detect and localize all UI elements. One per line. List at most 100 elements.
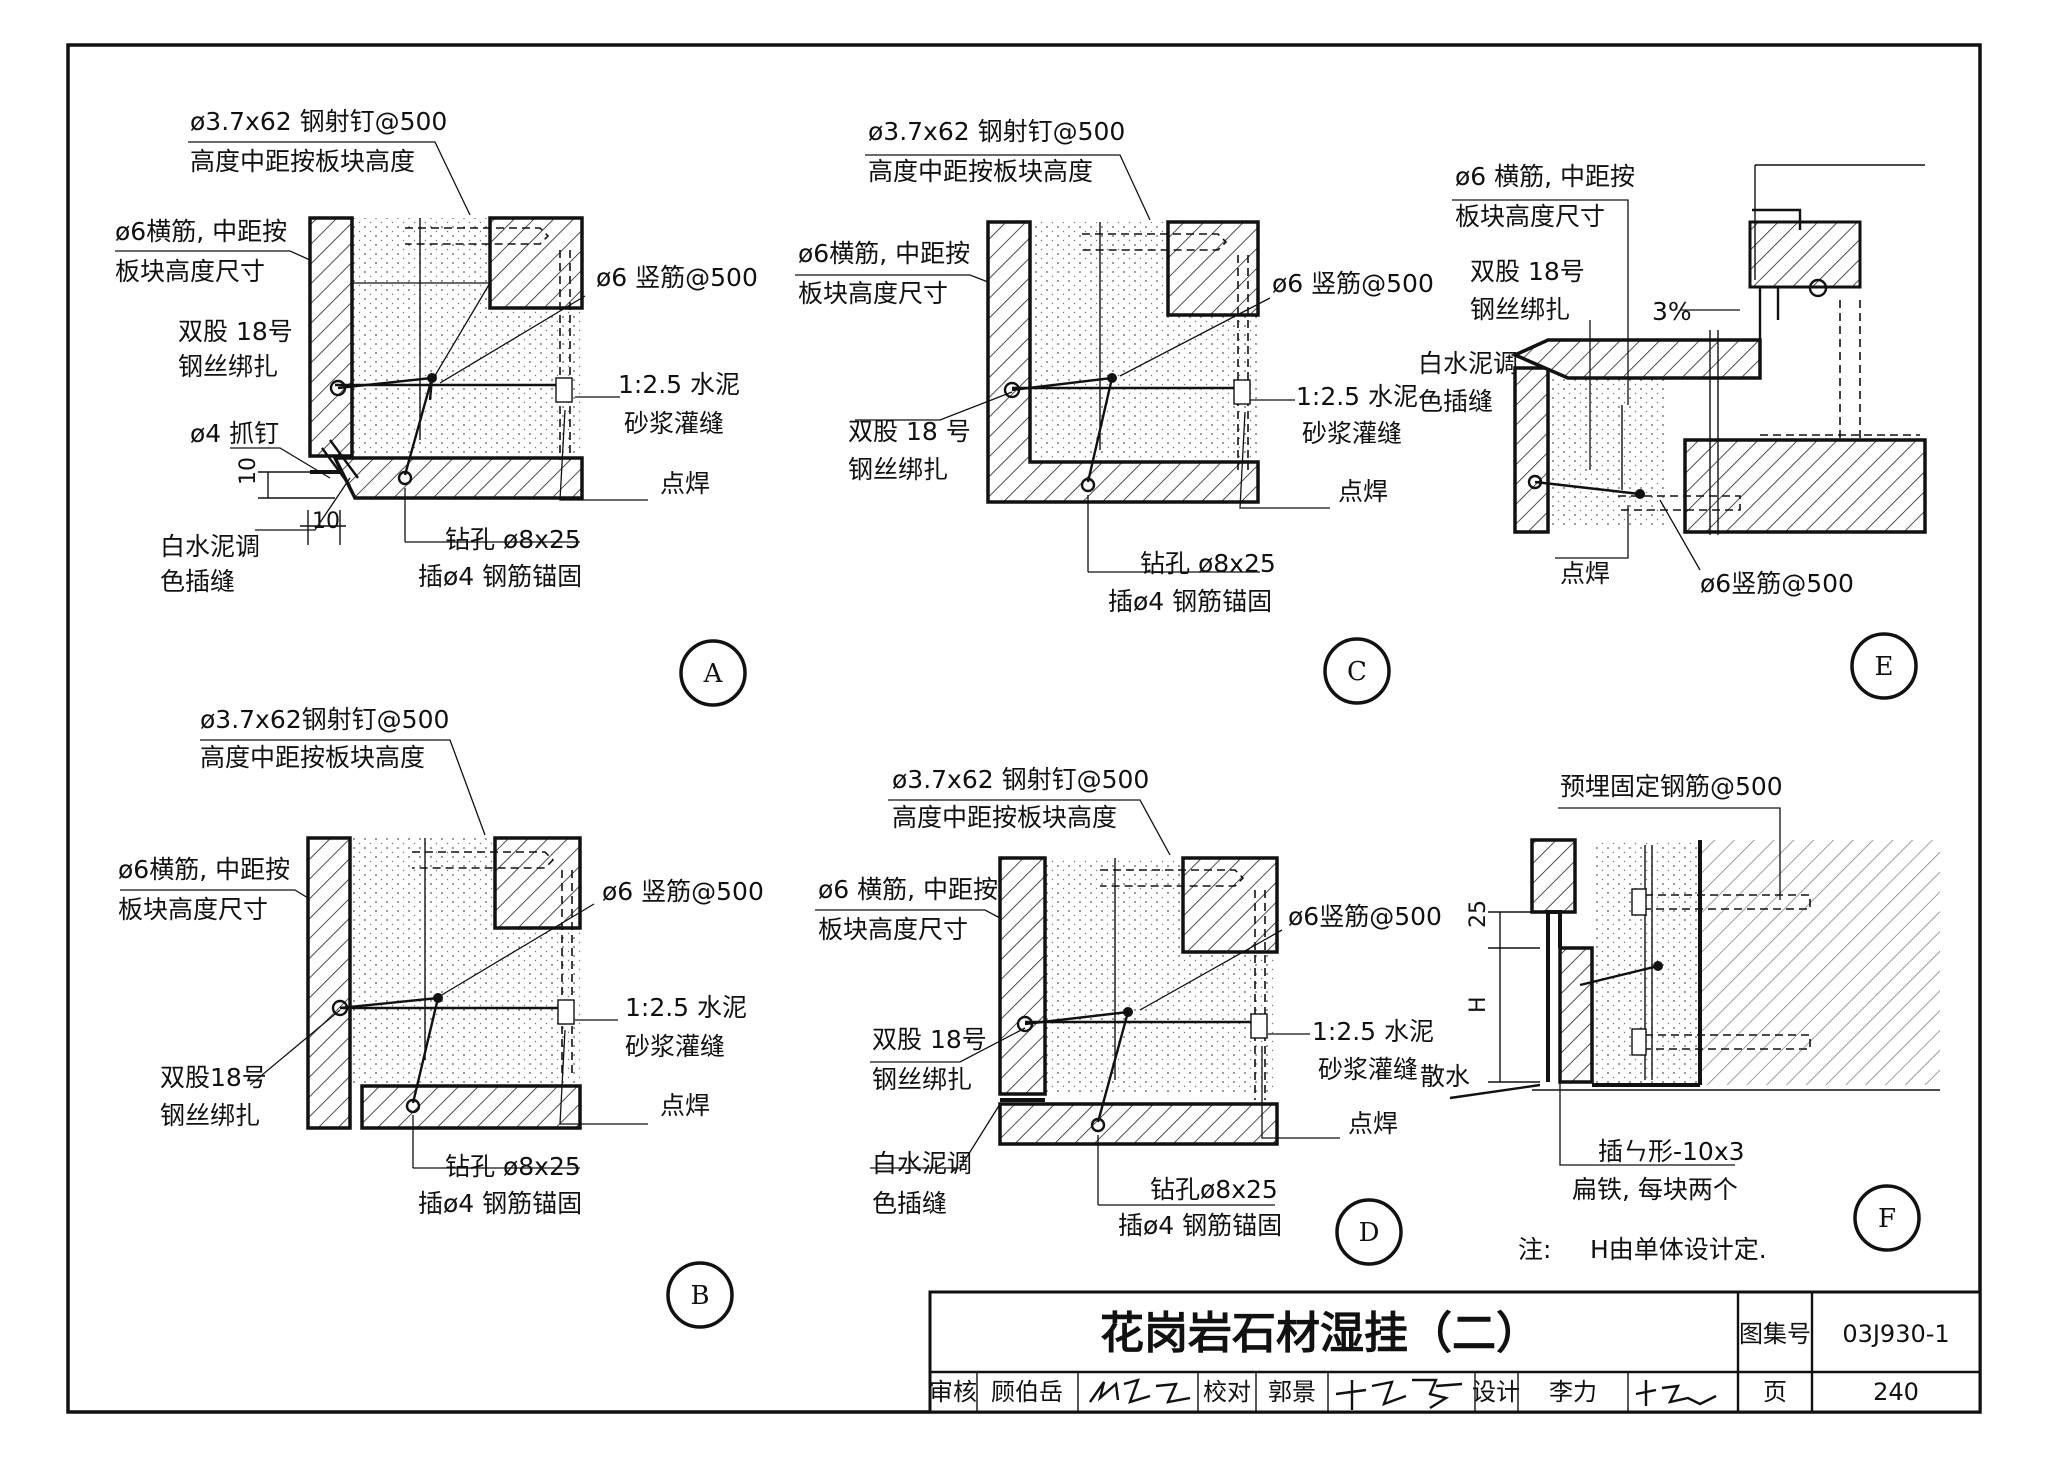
reviewer-name: 顾伯岳 xyxy=(991,1378,1063,1406)
a-dim-horizontal: 10 xyxy=(312,509,340,534)
d-joint-label: 白水泥调 xyxy=(872,1149,972,1178)
b-vbar-label: ø6 竖筋@500 xyxy=(602,877,764,906)
detail-a-leaders xyxy=(115,141,648,545)
a-wire-note: 钢丝绑扎 xyxy=(178,352,278,381)
e-joint-label: 白水泥调 xyxy=(1418,349,1518,378)
detail-badge-e xyxy=(1850,632,1918,700)
d-nail-label: ø3.7x62 钢射钉@500 xyxy=(892,765,1149,794)
a-hbar-note: 板块高度尺寸 xyxy=(115,257,265,286)
f-dim-h: H xyxy=(1466,996,1491,1013)
detail-d xyxy=(998,856,1279,1146)
a-claw-label: ø4 抓钉 xyxy=(190,419,279,448)
page-label: 页 xyxy=(1763,1378,1787,1406)
detail-e xyxy=(1510,164,1927,535)
e-hbar-label: ø6 横筋, 中距按 xyxy=(1455,162,1635,191)
a-joint-note: 色插缝 xyxy=(160,567,235,596)
e-slope-label: 3% xyxy=(1652,297,1692,326)
c-wire-label: 双股 18 号 xyxy=(848,417,971,446)
b-wire-note: 钢丝绑扎 xyxy=(160,1101,260,1130)
b-drill-note: 插ø4 钢筋锚固 xyxy=(418,1189,582,1218)
f-anchor-label: 预埋固定钢筋@500 xyxy=(1560,772,1783,801)
detail-badge-b-label: B xyxy=(690,1281,709,1311)
drawing-title: 花岗岩石材湿挂（二） xyxy=(1100,1308,1540,1359)
detail-badge-f-label: F xyxy=(1878,1204,1896,1234)
d-joint-note: 色插缝 xyxy=(872,1189,947,1218)
d-drill-note: 插ø4 钢筋锚固 xyxy=(1118,1211,1282,1240)
f-dim-25: 25 xyxy=(1466,900,1491,928)
d-nail-note: 高度中距按板块高度 xyxy=(892,803,1117,832)
detail-badge-d-label: D xyxy=(1359,1218,1380,1248)
detail-b-leaders xyxy=(120,739,648,1169)
designer-signature xyxy=(1635,1380,1717,1406)
d-hbar-note: 板块高度尺寸 xyxy=(818,915,968,944)
c-hbar-note: 板块高度尺寸 xyxy=(798,279,948,308)
a-grout-note: 砂浆灌缝 xyxy=(624,409,724,438)
b-grout-label: 1:2.5 水泥 xyxy=(625,993,747,1022)
checker-signature xyxy=(1335,1378,1463,1410)
c-vbar-label: ø6 竖筋@500 xyxy=(1272,269,1434,298)
d-wire-note: 钢丝绑扎 xyxy=(872,1065,972,1094)
c-hbar-label: ø6横筋, 中距按 xyxy=(798,239,970,268)
detail-a xyxy=(308,216,584,500)
detail-badge-c-label: C xyxy=(1347,657,1367,687)
detail-f xyxy=(1449,838,1940,1100)
a-dim-vertical: 10 xyxy=(236,457,261,485)
b-hbar-label: ø6横筋, 中距按 xyxy=(118,855,290,884)
c-grout-label: 1:2.5 水泥 xyxy=(1296,382,1418,411)
b-hbar-note: 板块高度尺寸 xyxy=(118,895,268,924)
a-weld-label: 点焊 xyxy=(660,469,710,498)
b-weld-label: 点焊 xyxy=(660,1091,710,1120)
d-weld-label: 点焊 xyxy=(1348,1109,1398,1138)
d-hbar-label: ø6 横筋, 中距按 xyxy=(818,875,998,904)
a-drill-label: 钻孔 ø8x25 xyxy=(445,525,581,554)
e-vbar-label: ø6竖筋@500 xyxy=(1700,569,1854,598)
a-drill-note: 插ø4 钢筋锚固 xyxy=(418,562,582,591)
b-nail-note: 高度中距按板块高度 xyxy=(200,743,425,772)
c-nail-note: 高度中距按板块高度 xyxy=(868,157,1093,186)
e-wire-note: 钢丝绑扎 xyxy=(1470,295,1570,324)
d-drill-label: 钻孔ø8x25 xyxy=(1150,1175,1278,1204)
b-wire-label: 双股18号 xyxy=(160,1063,267,1092)
detail-badge-f xyxy=(1853,1184,1921,1252)
c-grout-note: 砂浆灌缝 xyxy=(1302,419,1402,448)
d-grout-label: 1:2.5 水泥 xyxy=(1312,1017,1434,1046)
detail-badge-e-label: E xyxy=(1875,652,1894,682)
c-nail-label: ø3.7x62 钢射钉@500 xyxy=(868,117,1125,146)
e-hbar-note: 板块高度尺寸 xyxy=(1455,202,1605,231)
f-flat-iron-note: 扁铁, 每块两个 xyxy=(1572,1175,1738,1204)
f-apron-label: 散水 xyxy=(1420,1062,1470,1091)
c-weld-label: 点焊 xyxy=(1338,477,1388,506)
checker-name: 郭景 xyxy=(1268,1378,1316,1406)
f-flat-iron-label: 插ㄣ形-10x3 xyxy=(1598,1137,1745,1166)
e-wire-label: 双股 18号 xyxy=(1470,257,1585,286)
title-block xyxy=(928,1290,1982,1414)
c-wire-note: 钢丝绑扎 xyxy=(848,455,948,484)
f-note-text: H由单体设计定. xyxy=(1590,1235,1767,1264)
a-nail-note: 高度中距按板块高度 xyxy=(190,147,415,176)
designer-name: 李力 xyxy=(1549,1378,1597,1406)
e-weld-label: 点焊 xyxy=(1560,559,1610,588)
detail-badge-a-label: A xyxy=(703,659,724,689)
b-grout-note: 砂浆灌缝 xyxy=(625,1032,725,1061)
a-nail-label: ø3.7x62 钢射钉@500 xyxy=(190,107,447,136)
c-drill-label: 钻孔 ø8x25 xyxy=(1140,549,1276,578)
b-nail-label: ø3.7x62钢射钉@500 xyxy=(200,705,449,734)
e-joint-note: 色插缝 xyxy=(1418,387,1493,416)
d-grout-note: 砂浆灌缝 xyxy=(1318,1055,1418,1084)
detail-c-leaders xyxy=(795,154,1330,573)
atlas-number: 03J930-1 xyxy=(1842,1320,1949,1348)
c-drill-note: 插ø4 钢筋锚固 xyxy=(1108,587,1272,616)
a-vbar-label: ø6 竖筋@500 xyxy=(596,263,758,292)
a-joint-label: 白水泥调 xyxy=(160,532,260,561)
detail-badge-c xyxy=(1323,637,1391,705)
a-hbar-label: ø6横筋, 中距按 xyxy=(115,217,287,246)
f-note-label: 注: xyxy=(1518,1235,1551,1264)
a-grout-label: 1:2.5 水泥 xyxy=(618,370,740,399)
design-label: 设计 xyxy=(1472,1378,1520,1406)
b-drill-label: 钻孔 ø8x25 xyxy=(445,1152,581,1181)
d-wire-label: 双股 18号 xyxy=(872,1025,987,1054)
detail-c xyxy=(986,220,1260,504)
detail-d-leaders xyxy=(815,799,1340,1206)
detail-badge-a xyxy=(679,639,747,707)
